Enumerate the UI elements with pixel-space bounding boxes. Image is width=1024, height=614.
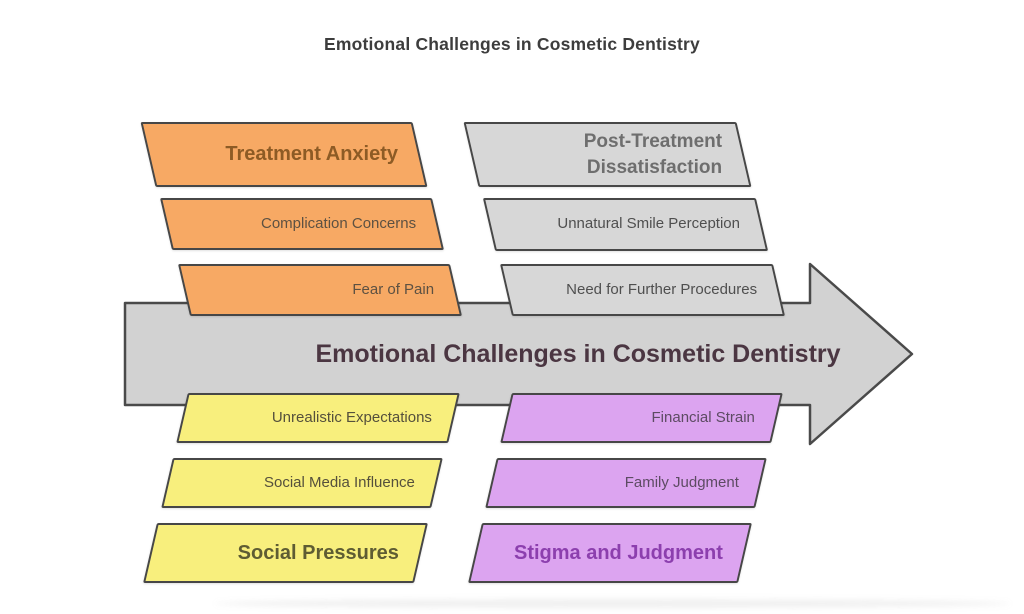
node-unnatural-smile-perception: Unnatural Smile Perception	[482, 198, 769, 251]
node-label: Social Pressures	[237, 541, 399, 564]
node-label: Financial Strain	[651, 408, 755, 426]
node-fear-of-pain: Fear of Pain	[177, 264, 463, 316]
node-social-pressures: Social Pressures	[143, 523, 428, 583]
node-post-treatment-dissatisfaction: Post-Treatment Dissatisfaction	[463, 122, 752, 187]
node-stigma-and-judgment: Stigma and Judgment	[468, 523, 752, 583]
node-treatment-anxiety: Treatment Anxiety	[140, 122, 428, 187]
node-label: Post-Treatment Dissatisfaction	[583, 130, 722, 178]
node-label: Treatment Anxiety	[225, 143, 398, 165]
ground-shadow	[215, 599, 1010, 608]
node-need-for-further-procedures: Need for Further Procedures	[499, 264, 786, 316]
node-social-media-influence: Social Media Influence	[161, 458, 443, 508]
node-label: Unnatural Smile Perception	[557, 215, 740, 233]
node-label: Unrealistic Expectations	[271, 408, 432, 426]
node-family-judgment: Family Judgment	[485, 458, 767, 508]
arrow-label: Emotional Challenges in Cosmetic Dentist…	[315, 340, 841, 368]
node-label: Need for Further Procedures	[566, 280, 757, 298]
node-label: Family Judgment	[624, 473, 739, 491]
node-unrealistic-expectations: Unrealistic Expectations	[176, 393, 460, 443]
node-label: Stigma and Judgment	[514, 541, 723, 564]
node-complication-concerns: Complication Concerns	[159, 198, 445, 250]
node-label: Social Media Influence	[264, 473, 415, 491]
node-label: Complication Concerns	[260, 214, 416, 232]
diagram-title: Emotional Challenges in Cosmetic Dentist…	[324, 34, 700, 54]
node-label: Fear of Pain	[352, 280, 434, 298]
node-financial-strain: Financial Strain	[500, 393, 783, 443]
